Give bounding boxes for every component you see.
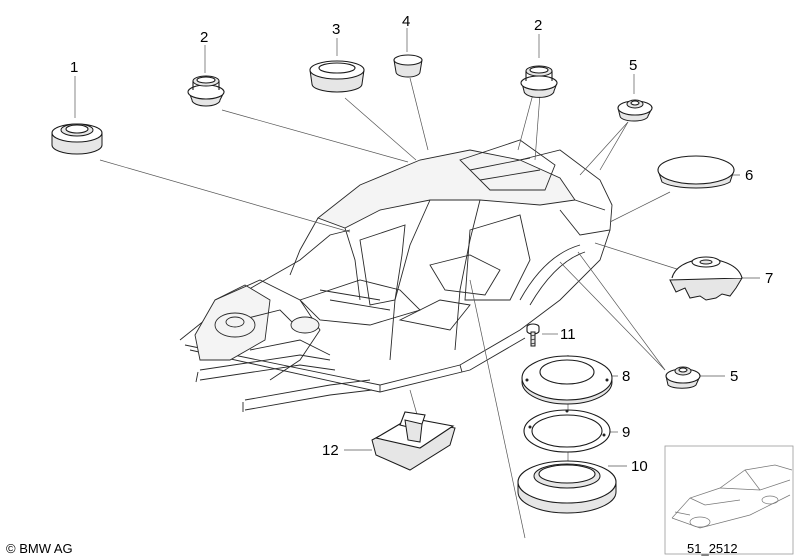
callout-1: 1 <box>70 59 78 76</box>
part-12-bracket <box>371 411 456 471</box>
callout-7: 7 <box>765 270 773 287</box>
callout-12: 12 <box>322 442 339 459</box>
part-3-grommet <box>309 60 365 93</box>
part-2-grommet-left <box>187 75 225 107</box>
callout-8: 8 <box>622 368 630 385</box>
callout-5-bottom: 5 <box>730 368 738 385</box>
callout-11: 11 <box>560 326 576 343</box>
part-4-plug <box>393 54 423 78</box>
callout-labels: 1 2 3 4 2 5 6 7 5 8 9 10 11 12 <box>70 13 773 475</box>
copyright-label: © BMW AG <box>6 541 73 556</box>
part-9-gasket-ring <box>523 409 611 453</box>
callout-5-top: 5 <box>629 57 637 74</box>
part-7-cap <box>669 256 743 301</box>
part-5-grommet-bottom <box>665 366 701 389</box>
callout-2-right: 2 <box>534 17 542 34</box>
callout-10: 10 <box>631 458 648 475</box>
part-2-grommet-right <box>520 65 558 98</box>
part-6-cover <box>657 155 735 189</box>
callout-3: 3 <box>332 21 340 38</box>
callout-2-left: 2 <box>200 29 208 46</box>
part-10-seal <box>517 460 617 514</box>
car-body-shell <box>179 139 613 412</box>
callout-9: 9 <box>622 424 630 441</box>
part-1-grommet <box>51 123 103 155</box>
callout-6: 6 <box>745 167 753 184</box>
vehicle-thumbnail: 51_2512 <box>664 445 794 556</box>
part-5-grommet-top <box>617 99 653 122</box>
diagram-code: 51_2512 <box>687 541 738 556</box>
callout-4: 4 <box>402 13 410 30</box>
part-8-plate <box>521 355 613 405</box>
part-11-screw <box>526 323 540 347</box>
